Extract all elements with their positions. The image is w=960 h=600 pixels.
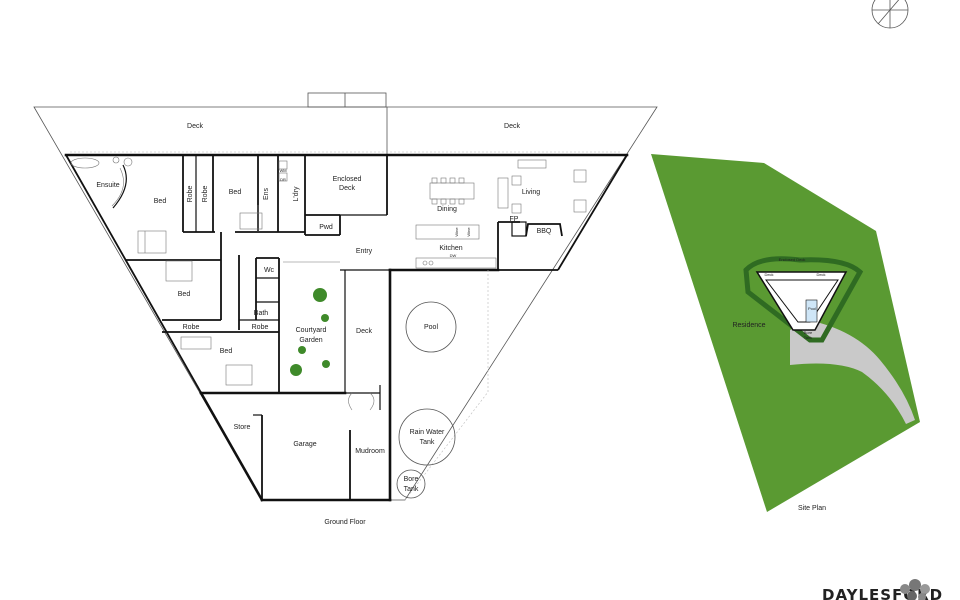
room-label-bed-3: Bed <box>178 291 191 298</box>
site-label-enclosed-deck: Enclosed Deck <box>779 257 806 262</box>
site-label-deck-left: Deck <box>764 272 773 277</box>
room-label-bbq: BBQ <box>537 228 552 235</box>
hedge <box>743 256 864 343</box>
room-label-ensuite: Ensuite <box>96 182 119 189</box>
site-pool <box>805 299 818 323</box>
room-label-bore-1: Bore <box>404 476 419 483</box>
room-label-rain-1: Rain Water <box>410 429 445 436</box>
label-dw: DW <box>450 253 457 258</box>
label-wine-2: Wine <box>466 227 471 237</box>
room-label-bed-master: Bed <box>154 198 167 205</box>
room-label-entry: Entry <box>356 248 373 255</box>
room-label-robe-3: Robe <box>183 324 200 331</box>
label-wm: WM <box>279 168 286 173</box>
east-wall <box>557 154 628 271</box>
site-lawn <box>651 154 920 512</box>
site-label-bore-1: Bore <box>804 330 813 335</box>
room-label-courtyard-1: Courtyard <box>296 327 327 334</box>
site-plan-title: Site Plan <box>798 505 826 512</box>
floor-plan-title: Ground Floor <box>324 519 366 526</box>
room-label-deck-right: Deck <box>504 123 520 130</box>
room-label-robe-2: Robe <box>202 186 209 203</box>
room-label-enclosed-deck-2: Deck <box>339 185 355 192</box>
room-label-wc: Wc <box>264 267 275 274</box>
pool-area-outline <box>404 270 489 501</box>
site-label-pool: Pool <box>808 306 816 311</box>
room-label-dining: Dining <box>437 206 457 213</box>
room-label-bore-2: Tank <box>404 486 419 493</box>
north-arrow-icon <box>871 0 909 29</box>
room-label-robe-4: Robe <box>252 324 269 331</box>
room-label-living: Living <box>522 189 540 196</box>
label-wine-1: Wine <box>454 227 459 237</box>
room-label-ens: Ens <box>263 187 270 200</box>
rain-water-tank-shape <box>398 408 456 466</box>
room-label-deck-mid: Deck <box>356 328 372 335</box>
room-label-bed-4: Bed <box>220 348 233 355</box>
room-label-laundry: L'dry <box>293 186 300 201</box>
room-label-enclosed-deck-1: Enclosed <box>333 176 362 183</box>
room-label-pwd: Pwd <box>319 224 333 231</box>
driveway <box>790 320 915 424</box>
site-label-residence: Residence <box>732 322 765 329</box>
site-plan: Enclosed Deck Deck Deck Residence Pool B… <box>651 154 920 512</box>
room-label-fp: FP <box>510 216 519 223</box>
pool-shape <box>405 301 457 353</box>
room-label-pool: Pool <box>424 324 438 331</box>
dining-table <box>429 182 475 200</box>
room-label-bed-2: Bed <box>229 189 242 196</box>
ground-floor-plan: Deck Deck Ensuite Bed Robe Robe Bed Ens … <box>33 92 658 526</box>
room-label-garage: Garage <box>293 441 316 448</box>
room-label-courtyard-2: Garden <box>299 337 322 344</box>
courtyard-trees <box>290 288 330 376</box>
steps <box>307 92 387 108</box>
room-label-robe-1: Robe <box>187 186 194 203</box>
bore-tank-shape <box>396 469 426 499</box>
site-label-deck-right: Deck <box>816 272 825 277</box>
label-dr: DR <box>280 177 286 182</box>
room-label-deck-left: Deck <box>187 123 203 130</box>
brand-logo: DAYLESFORD <box>822 579 942 600</box>
room-label-rain-2: Tank <box>420 439 435 446</box>
room-label-bath: Bath <box>254 310 269 317</box>
room-label-kitchen: Kitchen <box>439 245 462 252</box>
site-label-bore-2: Tank <box>804 335 812 340</box>
stone-logo-icon <box>900 579 930 600</box>
room-label-mudroom: Mudroom <box>355 448 385 455</box>
deck-outline <box>33 106 658 501</box>
room-label-store: Store <box>234 424 251 431</box>
kitchen-island <box>415 224 480 240</box>
